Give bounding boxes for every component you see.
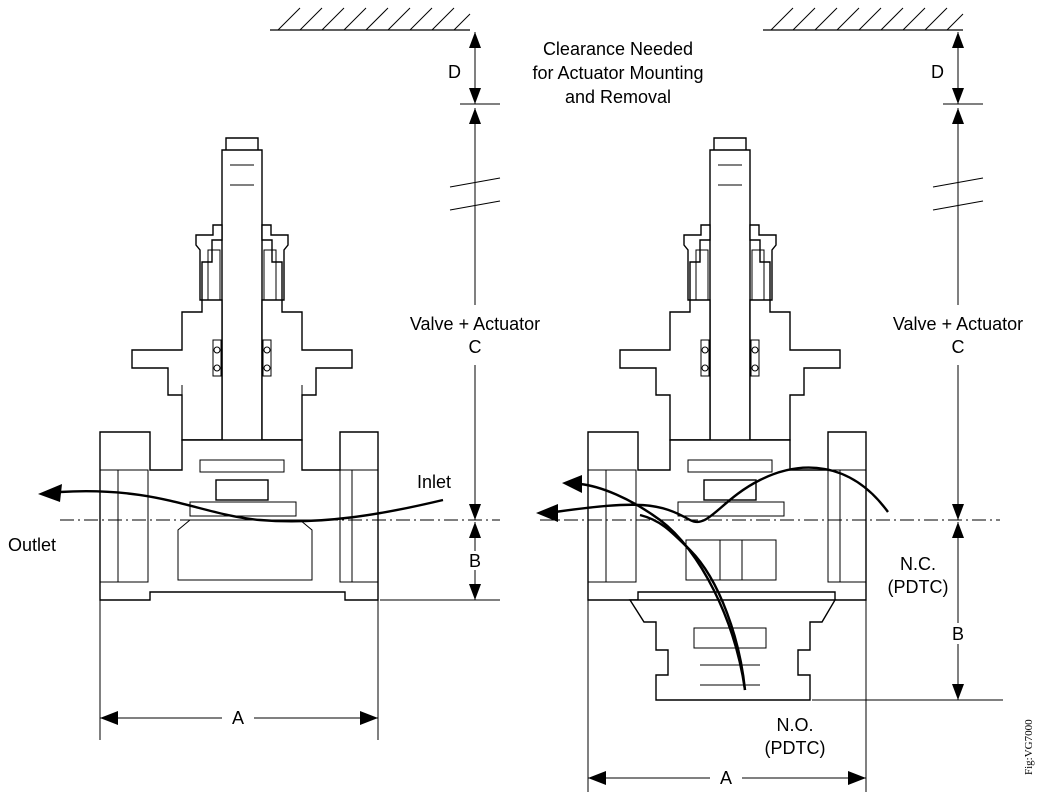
figure-id: Fig:VG7000: [1023, 719, 1035, 775]
clearance-note-line-2: for Actuator Mounting: [532, 63, 703, 83]
right-dim-d: D: [931, 62, 944, 82]
outlet-label: Outlet: [8, 535, 56, 555]
right-valve: D Valve + Actuator C B A N.C. (PDTC) N.O…: [536, 7, 1023, 792]
nc-sublabel: (PDTC): [888, 577, 949, 597]
right-flow-no-lower: [639, 513, 747, 691]
right-ceiling-hatch: [762, 7, 964, 31]
left-valve: D Valve + Actuator C B A Inlet Outlet: [8, 7, 540, 740]
right-dim-b: B: [952, 624, 964, 644]
left-valve-bonnet-right: [261, 224, 353, 441]
inlet-label: Inlet: [417, 472, 451, 492]
right-dim-c: C: [952, 337, 965, 357]
right-dim-a: A: [720, 768, 732, 788]
right-valve-bonnet: [619, 224, 711, 441]
left-dim-c: C: [469, 337, 482, 357]
clearance-note: Clearance Needed for Actuator Mounting a…: [532, 39, 703, 107]
right-flow-nc: [554, 466, 889, 524]
right-flow-no-upper: [579, 482, 747, 691]
no-label: N.O.: [776, 715, 813, 735]
left-ceiling-hatch: [269, 7, 471, 31]
clearance-note-line-3: and Removal: [565, 87, 671, 107]
left-valve-bonnet: [131, 224, 223, 441]
left-dim-a: A: [232, 708, 244, 728]
left-dim-c-label: Valve + Actuator: [410, 314, 540, 334]
nc-label: N.C.: [900, 554, 936, 574]
right-valve-bottom-bonnet: [628, 599, 837, 701]
right-dim-c-label: Valve + Actuator: [893, 314, 1023, 334]
left-flow-arrow: [59, 490, 444, 523]
left-dim-b: B: [469, 551, 481, 571]
no-sublabel: (PDTC): [765, 738, 826, 758]
right-valve-bonnet-right: [749, 224, 841, 441]
left-dim-d: D: [448, 62, 461, 82]
clearance-note-line-1: Clearance Needed: [543, 39, 693, 59]
